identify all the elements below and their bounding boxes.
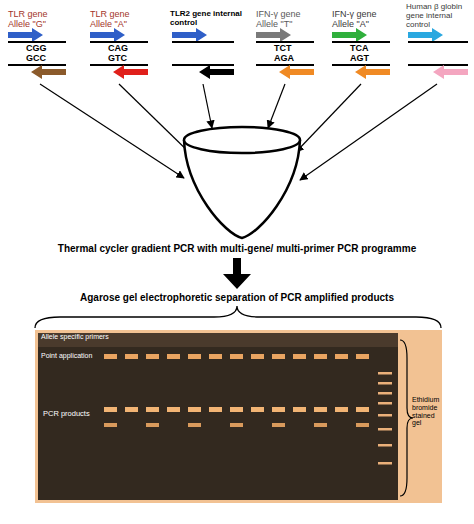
gene-label: TLR gene Allele "A" xyxy=(90,9,146,29)
gene-label: TLR gene Allele "G" xyxy=(8,9,64,29)
primer-pair-icon xyxy=(8,28,66,79)
sequence-label: AGT xyxy=(350,53,386,63)
input-arrow xyxy=(296,84,361,152)
gel-annotation: Ethidium bromide stained gel xyxy=(412,396,442,427)
dna-strand xyxy=(8,64,66,66)
input-arrow xyxy=(300,84,437,180)
process-arrow xyxy=(223,258,251,289)
sequence-label: TCT xyxy=(274,43,310,53)
process-step: Agarose gel electrophoretic separation o… xyxy=(10,292,464,303)
dna-strand xyxy=(408,41,468,43)
dna-strand xyxy=(8,41,66,43)
forward-primer xyxy=(256,28,291,42)
gene-label: Human β globin gene internal control xyxy=(406,3,472,30)
pcr-tube xyxy=(184,127,300,238)
primer-pair-icon xyxy=(408,28,468,79)
primer-pair-icon xyxy=(90,28,148,79)
gel-annotation: Allele specific primers xyxy=(41,333,133,341)
primer-pair-icon xyxy=(256,28,314,79)
dna-strand xyxy=(408,64,468,66)
gene-label: IFN-γ gene Allele "T" xyxy=(256,9,312,29)
gel-annotation: Point application xyxy=(41,352,103,360)
forward-primer xyxy=(332,28,367,42)
dna-strand xyxy=(172,64,234,66)
sequence-label: GTC xyxy=(108,53,144,63)
input-arrow xyxy=(40,84,184,178)
input-arrow xyxy=(268,84,285,128)
sequence-label: CAG xyxy=(108,43,144,53)
dna-strand xyxy=(172,41,234,43)
dna-strand xyxy=(332,41,390,43)
sequence-label: GCC xyxy=(26,53,62,63)
process-step: Thermal cycler gradient PCR with multi-g… xyxy=(10,243,464,254)
reverse-primer xyxy=(433,65,468,79)
reverse-primer xyxy=(31,65,66,79)
tube-rim xyxy=(184,127,300,153)
gene-label: IFN-γ gene Allele "A" xyxy=(332,9,388,29)
reverse-primer xyxy=(199,65,234,79)
forward-primer xyxy=(8,28,43,42)
reverse-primer xyxy=(113,65,148,79)
forward-primer xyxy=(408,28,443,42)
dna-strand xyxy=(256,64,314,66)
brace xyxy=(35,306,441,328)
dna-strand xyxy=(90,41,148,43)
dna-strand xyxy=(332,64,390,66)
gel-annotation: PCR products xyxy=(43,410,99,418)
sequence-label: AGA xyxy=(274,53,310,63)
forward-primer xyxy=(172,28,207,42)
forward-primer xyxy=(90,28,125,42)
sequence-label: TCA xyxy=(350,43,386,53)
gel-figure-panel: Allele specific primersPoint application… xyxy=(35,330,442,503)
input-arrow xyxy=(203,84,212,128)
dna-strand xyxy=(256,41,314,43)
reverse-primer xyxy=(355,65,390,79)
reverse-primer xyxy=(279,65,314,79)
tube-body xyxy=(184,140,300,238)
sequence-label: CGG xyxy=(26,43,62,53)
primer-pair-icon xyxy=(172,28,234,79)
primer-pair-icon xyxy=(332,28,390,79)
dna-strand xyxy=(90,64,148,66)
gene-label: TLR2 gene internal control xyxy=(170,10,250,28)
